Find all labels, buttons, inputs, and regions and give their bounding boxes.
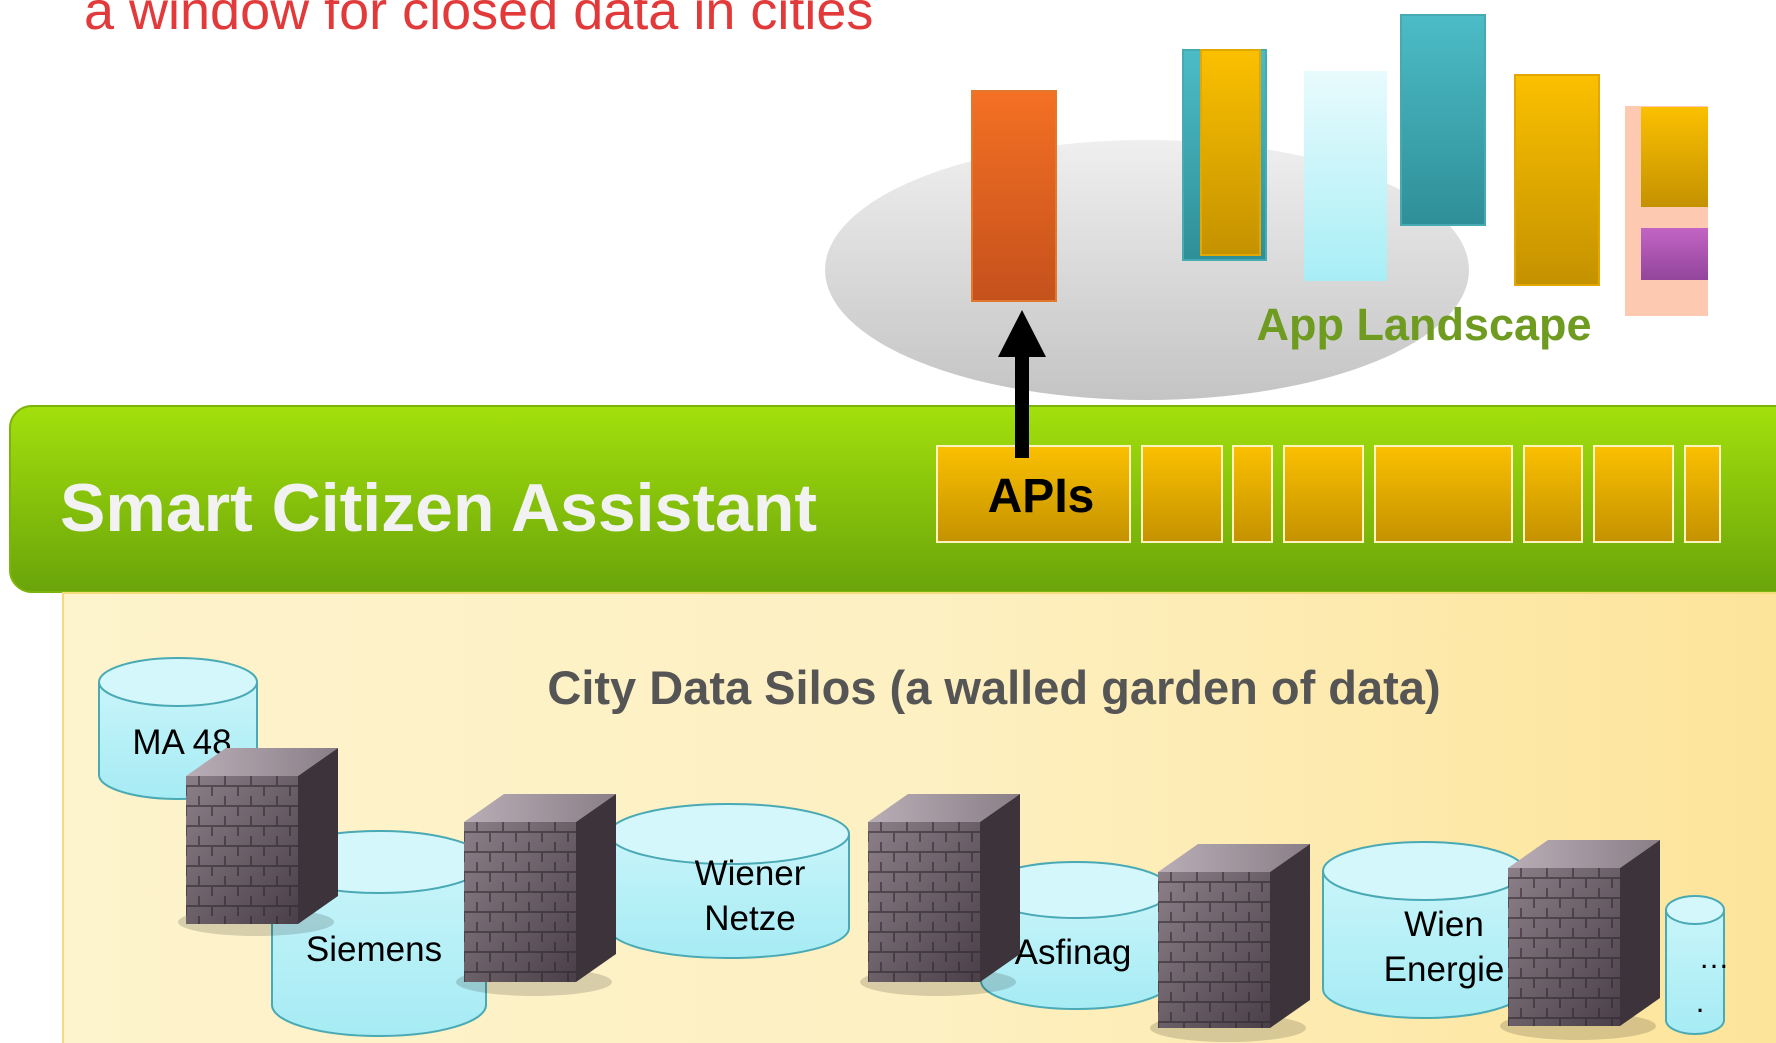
app-bar-orange — [971, 90, 1057, 302]
api-block[interactable] — [1232, 445, 1273, 543]
silo-label: Siemens — [306, 930, 442, 969]
app-bar-gold-front — [1200, 49, 1261, 256]
apis-label: APIs — [988, 470, 1095, 523]
api-arrow-head — [998, 310, 1046, 357]
stone-wall-icon — [1500, 840, 1660, 1040]
app-bar-ice — [1304, 71, 1387, 281]
silo-label: Asfinag — [1015, 933, 1132, 972]
api-block-main[interactable] — [936, 445, 1131, 543]
silo-asfinag: Asfinag — [980, 861, 1172, 1010]
api-block[interactable] — [1283, 445, 1364, 543]
silo-label: Netze — [704, 899, 795, 938]
api-block[interactable] — [1593, 445, 1674, 543]
app-bar-teal — [1400, 14, 1486, 226]
api-block[interactable] — [1141, 445, 1223, 543]
silo-more: … . — [1665, 895, 1730, 1035]
stone-wall-icon — [178, 748, 338, 936]
app-bar-purple — [1641, 228, 1708, 280]
silo-label: Wiener — [695, 854, 806, 893]
silo-label: Energie — [1384, 950, 1505, 989]
app-bar-gold-small — [1641, 107, 1708, 207]
silo-wiener-netze: Wiener Netze — [608, 803, 850, 959]
page-title: a window for closed data in cities — [84, 0, 874, 41]
app-bar-gold — [1514, 74, 1600, 286]
api-block[interactable] — [1684, 445, 1721, 543]
stone-wall-icon — [860, 794, 1020, 996]
assistant-label: Smart Citizen Assistant — [60, 470, 817, 546]
silo-wien-energie: Wien Energie — [1322, 841, 1526, 1019]
silos-heading: City Data Silos (a walled garden of data… — [547, 661, 1440, 714]
stone-wall-icon — [456, 794, 616, 996]
silo-label: MA 48 — [132, 723, 231, 762]
stone-wall-icon — [1150, 844, 1310, 1042]
app-landscape-label: App Landscape — [1256, 299, 1591, 350]
silo-label: … — [1699, 940, 1730, 975]
api-block[interactable] — [1523, 445, 1583, 543]
silo-label: . — [1696, 984, 1705, 1019]
api-block[interactable] — [1374, 445, 1513, 543]
silo-label: Wien — [1404, 905, 1484, 944]
